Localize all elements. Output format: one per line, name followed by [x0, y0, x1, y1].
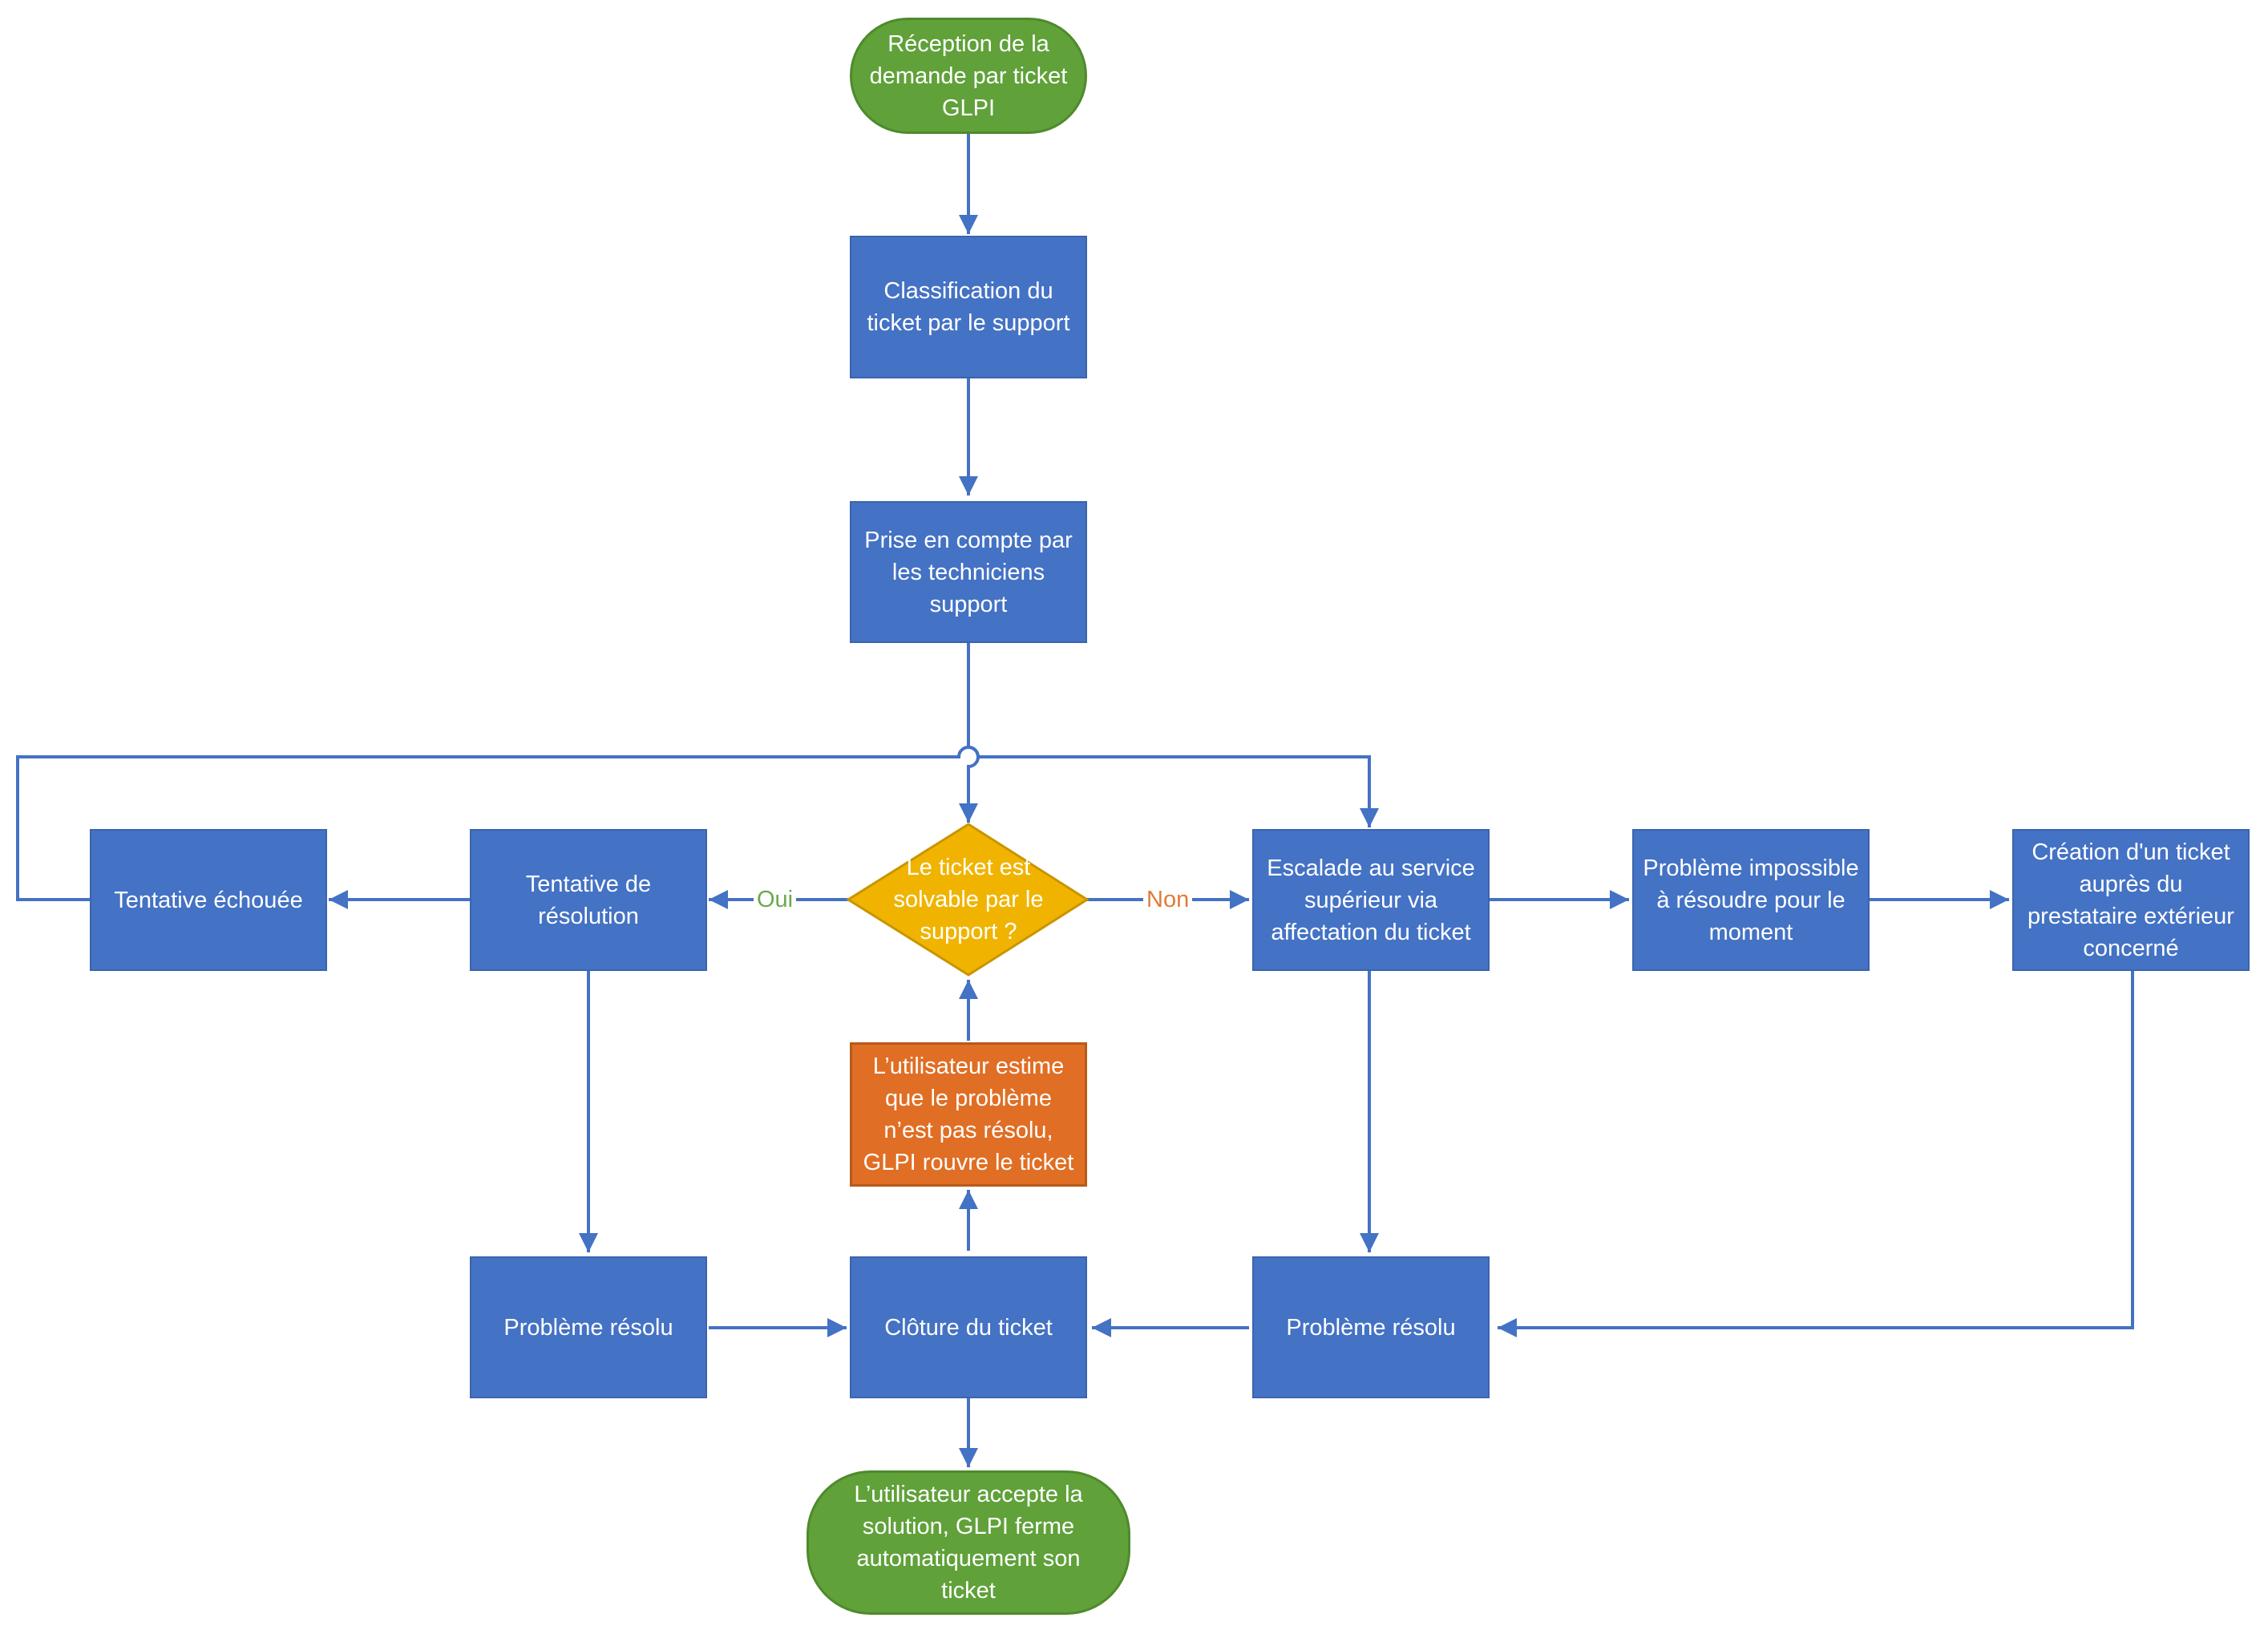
end-terminal: L’utilisateur accepte la solution, GLPI … [807, 1470, 1130, 1615]
reouverture-label: L’utilisateur estime que le problème n’e… [863, 1054, 1074, 1175]
decision-diamond [846, 823, 1090, 977]
edge-creation-resolu [1498, 970, 2134, 1337]
end-label: L’utilisateur accepte la solution, GLPI … [854, 1482, 1083, 1604]
probleme-resolu-left-label: Problème résolu [503, 1314, 673, 1341]
tentative-resolution-label: Tentative de résolution [525, 871, 652, 929]
oui-label: Oui [754, 884, 797, 916]
reouverture-box: L’utilisateur estime que le problème n’e… [850, 1042, 1087, 1187]
cloture-box: Clôture du ticket [850, 1256, 1087, 1398]
edge-prise-decision [959, 641, 980, 823]
prise-en-compte-label: Prise en compte par les techniciens supp… [864, 527, 1073, 617]
creation-ticket-box: Création d'un ticket auprès du prestatai… [2012, 829, 2250, 971]
probleme-resolu-right-label: Problème résolu [1286, 1314, 1456, 1341]
decision-label: Le ticket est solvable par le support ? [893, 855, 1044, 944]
escalade-box: Escalade au service supérieur via affect… [1252, 829, 1490, 971]
start-terminal: Réception de la demande par ticket GLPI [850, 18, 1087, 134]
tentative-resolution-box: Tentative de résolution [470, 829, 707, 971]
tentative-echouee-box: Tentative échouée [90, 829, 327, 971]
probleme-resolu-left-box: Problème résolu [470, 1256, 707, 1398]
prise-en-compte-box: Prise en compte par les techniciens supp… [850, 501, 1087, 643]
classification-label: Classification du ticket par le support [867, 278, 1070, 336]
cloture-label: Clôture du ticket [884, 1314, 1053, 1341]
impossible-box: Problème impossible à résoudre pour le m… [1632, 829, 1870, 971]
escalade-label: Escalade au service supérieur via affect… [1267, 855, 1475, 945]
impossible-label: Problème impossible à résoudre pour le m… [1643, 855, 1859, 945]
classification-box: Classification du ticket par le support [850, 236, 1087, 378]
creation-ticket-label: Création d'un ticket auprès du prestatai… [2027, 839, 2234, 961]
start-label: Réception de la demande par ticket GLPI [869, 30, 1068, 121]
probleme-resolu-right-box: Problème résolu [1252, 1256, 1490, 1398]
tentative-echouee-label: Tentative échouée [114, 887, 303, 913]
edge-echouee-escalade [16, 746, 1379, 901]
non-label: Non [1143, 884, 1193, 916]
